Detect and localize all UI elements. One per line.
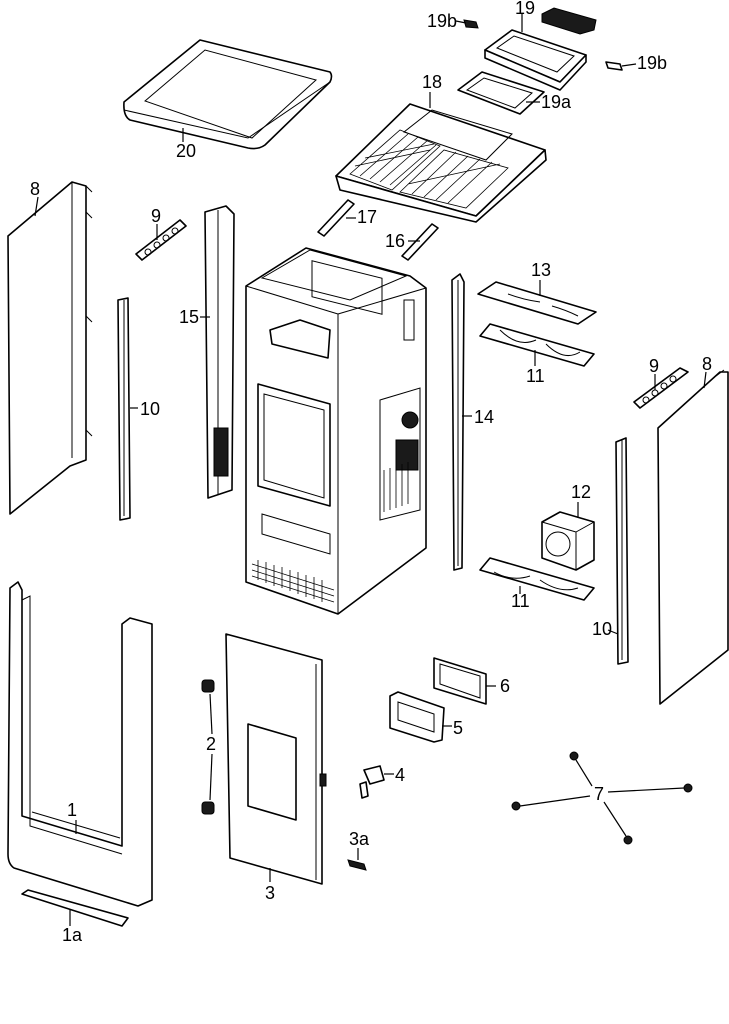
part-1a-bottom-strip xyxy=(21,889,129,927)
label-1: 1 xyxy=(67,800,77,820)
part-19a-gasket xyxy=(457,71,545,115)
part-number-labels: 1 1a 2 3 3a 4 5 6 7 8 8 9 9 10 10 11 11 … xyxy=(30,0,712,945)
part-11-upper-half-bracket xyxy=(479,323,595,367)
part-3a-latch xyxy=(347,848,367,871)
label-13: 13 xyxy=(531,260,551,280)
label-9-left: 9 xyxy=(151,206,161,226)
label-12: 12 xyxy=(571,482,591,502)
part-9-left-vent-bracket xyxy=(135,219,187,261)
part-10-left-strip xyxy=(117,297,138,521)
label-1a: 1a xyxy=(62,925,83,945)
part-2-hinges xyxy=(201,679,215,815)
part-14-front-column xyxy=(451,273,472,571)
part-19b-clip-right xyxy=(605,61,637,71)
label-11-upper: 11 xyxy=(526,366,545,386)
part-8-right-side-panel xyxy=(657,369,729,705)
part-1-front-frame xyxy=(7,581,153,907)
part-4-latch-bracket xyxy=(359,765,394,799)
part-3-front-door xyxy=(225,633,327,885)
label-15: 15 xyxy=(179,307,199,327)
part-20-top-cover xyxy=(123,39,333,150)
part-18-top-grille-plate xyxy=(335,92,547,223)
label-10-right: 10 xyxy=(592,619,612,639)
label-19a: 19a xyxy=(541,92,572,112)
label-8-left: 8 xyxy=(30,179,40,199)
label-3a: 3a xyxy=(349,829,370,849)
part-9-right-vent-bracket xyxy=(633,367,689,409)
part-19-control-housing xyxy=(484,7,597,91)
part-6-door-glass xyxy=(433,657,496,705)
label-9-right: 9 xyxy=(649,356,659,376)
part-10-right-strip xyxy=(607,437,629,665)
part-5-glass-frame xyxy=(389,691,452,743)
label-19: 19 xyxy=(515,0,535,18)
part-16-bracket xyxy=(401,223,439,261)
label-2: 2 xyxy=(206,734,216,754)
part-11-lower-half-bracket xyxy=(479,557,595,601)
label-10-left: 10 xyxy=(140,399,160,419)
label-19b-right: 19b xyxy=(637,53,667,73)
part-8-left-side-panel xyxy=(7,181,93,515)
label-16: 16 xyxy=(385,231,405,251)
label-3: 3 xyxy=(265,883,275,903)
label-14: 14 xyxy=(474,407,494,427)
part-13-upper-bracket xyxy=(477,280,597,325)
label-6: 6 xyxy=(500,676,510,696)
label-17: 17 xyxy=(357,207,377,227)
part-12-duct-box xyxy=(541,502,595,571)
label-5: 5 xyxy=(453,718,463,738)
label-19b-left: 19b xyxy=(427,11,457,31)
label-4: 4 xyxy=(395,765,405,785)
label-18: 18 xyxy=(422,72,442,92)
part-7-feet xyxy=(511,751,693,845)
part-19b-clip-left xyxy=(455,19,479,29)
part-17-bracket xyxy=(317,199,356,237)
part-15-rear-column xyxy=(200,205,235,499)
label-8-right: 8 xyxy=(702,354,712,374)
label-20: 20 xyxy=(176,141,196,161)
label-11-lower: 11 xyxy=(511,591,530,611)
main-stove-body xyxy=(245,247,427,615)
label-7: 7 xyxy=(594,784,604,804)
